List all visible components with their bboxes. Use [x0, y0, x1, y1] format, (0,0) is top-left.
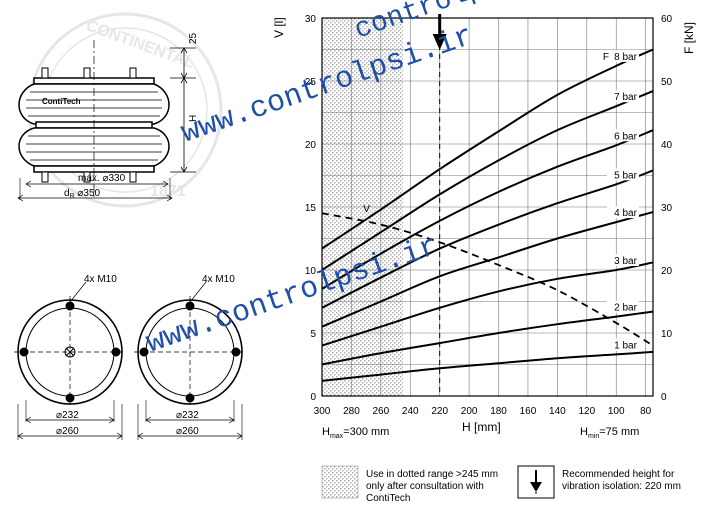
force-curve-6-bar — [321, 129, 654, 290]
series-label-7-bar: 7 bar — [614, 92, 637, 103]
y-right-tick-label: 50 — [661, 77, 673, 88]
seal-year: 1871 — [150, 183, 186, 200]
outer-diameter-right: ⌀260 — [176, 426, 199, 437]
plate-view-right — [134, 281, 246, 440]
h-max-label: Hmax=300 mm — [322, 426, 389, 440]
y-right-tick-label: 10 — [661, 329, 673, 340]
x-tick-label: 100 — [608, 406, 625, 417]
air-spring-drawing — [17, 40, 196, 202]
y-right-tick-label: 60 — [661, 14, 673, 25]
outer-diameter-left: ⌀260 — [56, 426, 79, 437]
dimension-25: 25 — [188, 32, 199, 44]
y-right-tick-label: 0 — [661, 392, 667, 403]
brand-label: ContiTech — [42, 97, 81, 106]
y-left-tick-label: 30 — [305, 14, 317, 25]
force-curve-4-bar — [321, 211, 654, 328]
y-right-tick-label: 40 — [661, 140, 673, 151]
max-diameter-label: max. ⌀330 — [78, 173, 126, 184]
series-label-bg — [606, 168, 639, 181]
h-min-label: Hmin=75 mm — [580, 426, 639, 440]
series-label-bg — [606, 300, 639, 313]
series-label-bg — [606, 129, 639, 142]
plot-frame — [321, 17, 654, 397]
x-tick-label: 120 — [578, 406, 595, 417]
series-label-bg — [606, 338, 639, 351]
seal-text: CONTINENTAL — [84, 17, 197, 72]
arrow-swatch-icon — [530, 470, 542, 496]
series-label-4-bar: 4 bar — [614, 208, 637, 219]
bolt-spec-right: 4x M10 — [202, 274, 235, 285]
dotted-note-line1: Use in dotted range >245 mm — [366, 469, 498, 480]
dr-diameter-label: dR ⌀350 — [64, 188, 101, 200]
force-curve-8-bar — [321, 48, 654, 250]
y-left-axis-label: V [l] — [272, 17, 286, 38]
arrow-note-line2: vibration isolation: 220 mm — [562, 481, 681, 492]
series-label-8-bar: 8 bar — [614, 52, 637, 63]
dimension-h: H — [188, 115, 199, 122]
volume-curve-label: V — [363, 204, 370, 215]
recommended-arrow-head — [432, 34, 447, 50]
y-left-tick-label: 25 — [305, 77, 317, 88]
x-tick-label: 240 — [402, 406, 419, 417]
force-curve-2-bar — [321, 310, 654, 366]
series-label-bg — [606, 206, 639, 219]
y-left-tick-label: 5 — [310, 329, 316, 340]
x-tick-label: 180 — [490, 406, 507, 417]
x-tick-label: 140 — [549, 406, 566, 417]
dotted-note-line2: only after consultation with — [366, 481, 484, 492]
force-axis-marker: F — [603, 52, 609, 63]
y-right-axis-label: F [kN] — [682, 22, 696, 54]
dotted-range-swatch — [321, 465, 359, 499]
force-curve-1-bar — [321, 350, 654, 382]
y-left-tick-label: 10 — [305, 266, 317, 277]
recommended-height-arrow — [432, 14, 447, 396]
x-tick-label: 200 — [461, 406, 478, 417]
arrow-note-line1: Recommended height for — [562, 469, 675, 480]
x-tick-label: 220 — [431, 406, 448, 417]
series-label-2-bar: 2 bar — [614, 303, 637, 314]
bolt-spec-left: 4x M10 — [84, 274, 117, 285]
y-right-tick-label: 30 — [661, 203, 673, 214]
series-label-1-bar: 1 bar — [614, 340, 637, 351]
x-tick-label: 280 — [343, 406, 360, 417]
x-tick-label: 160 — [520, 406, 537, 417]
chart-series — [321, 48, 654, 382]
x-tick-label: 300 — [314, 406, 331, 417]
series-label-bg — [606, 49, 639, 62]
force-curve-5-bar — [321, 169, 654, 309]
x-tick-label: 260 — [373, 406, 390, 417]
force-curve-3-bar — [321, 261, 654, 347]
chart-series-labels: 1 bar 2 bar 3 bar 4 bar 5 bar 6 bar 7 bar 8 bar… — [363, 49, 639, 351]
series-label-bg — [606, 90, 639, 103]
x-tick-label: 80 — [640, 406, 652, 417]
force-curve-7-bar — [321, 90, 654, 271]
x-axis-label: H [mm] — [462, 420, 501, 434]
inner-diameter-left: ⌀232 — [56, 410, 79, 421]
series-label-bg — [606, 254, 639, 266]
y-left-tick-label: 0 — [310, 392, 316, 403]
inner-diameter-right: ⌀232 — [176, 410, 199, 421]
plate-view-left — [14, 281, 126, 440]
volume-curve — [321, 212, 654, 347]
dotted-note-line3: ContiTech — [366, 493, 410, 504]
y-left-tick-label: 15 — [305, 203, 317, 214]
series-label-6-bar: 6 bar — [614, 131, 637, 142]
series-label-3-bar: 3 bar — [614, 256, 637, 267]
series-label-5-bar: 5 bar — [614, 170, 637, 181]
y-right-tick-label: 20 — [661, 266, 673, 277]
y-left-tick-label: 20 — [305, 140, 317, 151]
